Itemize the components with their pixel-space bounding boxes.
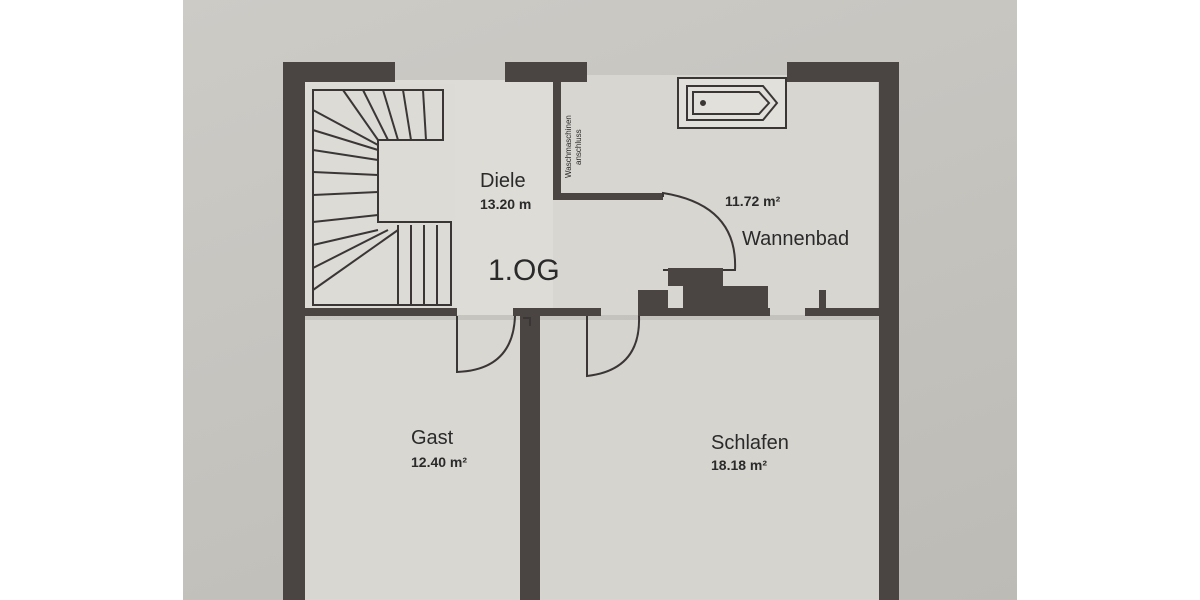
room-name-gast: Gast [411,427,454,449]
floor-label: 1.OG [488,254,560,287]
floor-plan-labels: 1.OG Diele 13.20 m 11.72 m² Wannenbad Ga… [411,115,849,473]
washer-note-line1: Waschmaschinen [564,115,573,178]
room-area-schlafen: 18.18 m² [711,457,767,473]
floor-area-schlafen [538,320,883,600]
room-name-wannenbad: Wannenbad [742,228,849,250]
doors [456,191,737,378]
room-name-diele: Diele [480,170,526,192]
floor-plan-photo: 1.OG Diele 13.20 m 11.72 m² Wannenbad Ga… [183,0,1017,600]
exterior-walls [283,62,899,600]
bathtub [677,77,787,129]
interior-walls [305,75,881,600]
washer-note-line2: anschluss [574,129,583,165]
room-name-schlafen: Schlafen [711,432,789,454]
room-area-diele: 13.20 m [480,196,531,212]
room-area-wannenbad: 11.72 m² [725,193,781,209]
floor-area-gast [288,320,523,600]
door-gast [456,315,516,374]
floor-plan: 1.OG Diele 13.20 m 11.72 m² Wannenbad Ga… [283,62,899,600]
door-wannenbad [662,191,737,271]
door-closet [523,317,531,326]
room-area-gast: 12.40 m² [411,454,467,470]
door-schlafen [586,315,641,378]
staircase [307,84,455,308]
bathroom-fixtures [638,268,768,312]
